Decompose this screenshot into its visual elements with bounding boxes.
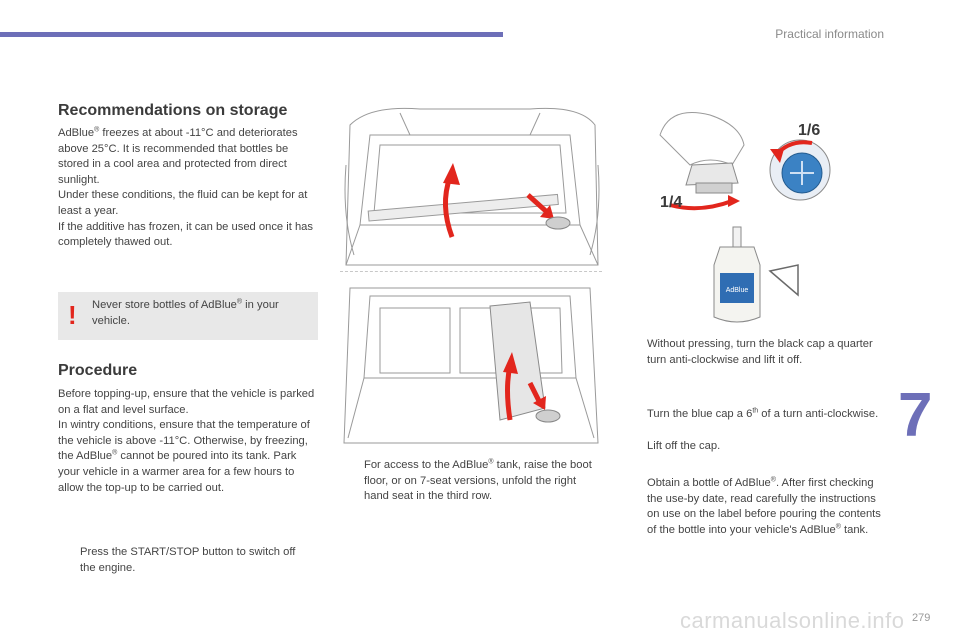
procedure-text: Before topping-up, ensure that the vehic… bbox=[58, 387, 320, 496]
bottle-label bbox=[720, 273, 754, 303]
page-number: 279 bbox=[912, 612, 931, 624]
section-title: Practical information bbox=[775, 27, 884, 41]
illustration-divider bbox=[340, 271, 602, 272]
use-by-date-icon bbox=[768, 264, 799, 297]
quarter-turn-label: 1/4 bbox=[660, 194, 682, 211]
procedure-paragraph-1: Before topping-up, ensure that the vehic… bbox=[58, 388, 315, 416]
tank-cap-icon bbox=[535, 409, 561, 423]
arrow-head-icon bbox=[443, 163, 460, 185]
storage-paragraph-2: Under these conditions, the fluid can be… bbox=[58, 189, 308, 217]
bottle-label-text: AdBlue bbox=[726, 287, 749, 294]
step-access-tank: For access to the AdBlue® tank, raise th… bbox=[364, 458, 592, 503]
step-press-start-stop: Press the START/STOP button to switch of… bbox=[80, 546, 296, 574]
chapter-number: 7 bbox=[898, 381, 933, 450]
warning-icon: ! bbox=[68, 300, 77, 330]
warning-box: ! Never store bottles of AdBlue® in your… bbox=[58, 292, 318, 340]
pointer-arrow-icon bbox=[526, 193, 550, 215]
storage-paragraph-3: If the additive has frozen, it can be us… bbox=[58, 220, 313, 249]
third-row-seat-illustration bbox=[343, 287, 599, 444]
unfold-arrow-icon bbox=[505, 365, 513, 421]
boot-floor-illustration bbox=[344, 107, 600, 266]
procedure-paragraph-2: In wintry conditions, ensure that the te… bbox=[58, 419, 310, 494]
bottle-nozzle bbox=[732, 226, 742, 248]
sixth-turn-label: 1/6 bbox=[798, 122, 820, 139]
watermark: carmanualsonline.info bbox=[680, 608, 905, 633]
storage-text: AdBlue® freezes at about -11°C and deter… bbox=[58, 126, 320, 251]
step-blue-cap: Turn the blue cap a 6th of a turn anti-c… bbox=[647, 407, 879, 420]
boot-outline bbox=[345, 107, 599, 266]
black-cap-icon bbox=[685, 162, 739, 186]
header-accent-bar bbox=[0, 32, 503, 37]
procedure-heading: Procedure bbox=[58, 362, 138, 379]
caps-and-bottle-illustration: 1/4 1/6 AdBlue bbox=[659, 112, 831, 323]
tank-cap-icon bbox=[545, 216, 571, 230]
warning-text: Never store bottles of AdBlue® in your v… bbox=[92, 298, 279, 327]
hand bbox=[659, 112, 745, 166]
pointer-arrow-icon bbox=[527, 381, 543, 405]
boot-floor-panel bbox=[367, 193, 559, 222]
step-lift-cap: Lift off the cap. bbox=[647, 440, 721, 452]
quarter-turn-arrow-icon bbox=[669, 199, 733, 211]
step-obtain-bottle: Obtain a bottle of AdBlue®. After first … bbox=[647, 476, 881, 536]
step-black-cap: Without pressing, turn the black cap a q… bbox=[647, 338, 873, 366]
storage-paragraph-1: AdBlue® freezes at about -11°C and deter… bbox=[58, 126, 298, 186]
storage-heading: Recommendations on storage bbox=[58, 102, 288, 119]
